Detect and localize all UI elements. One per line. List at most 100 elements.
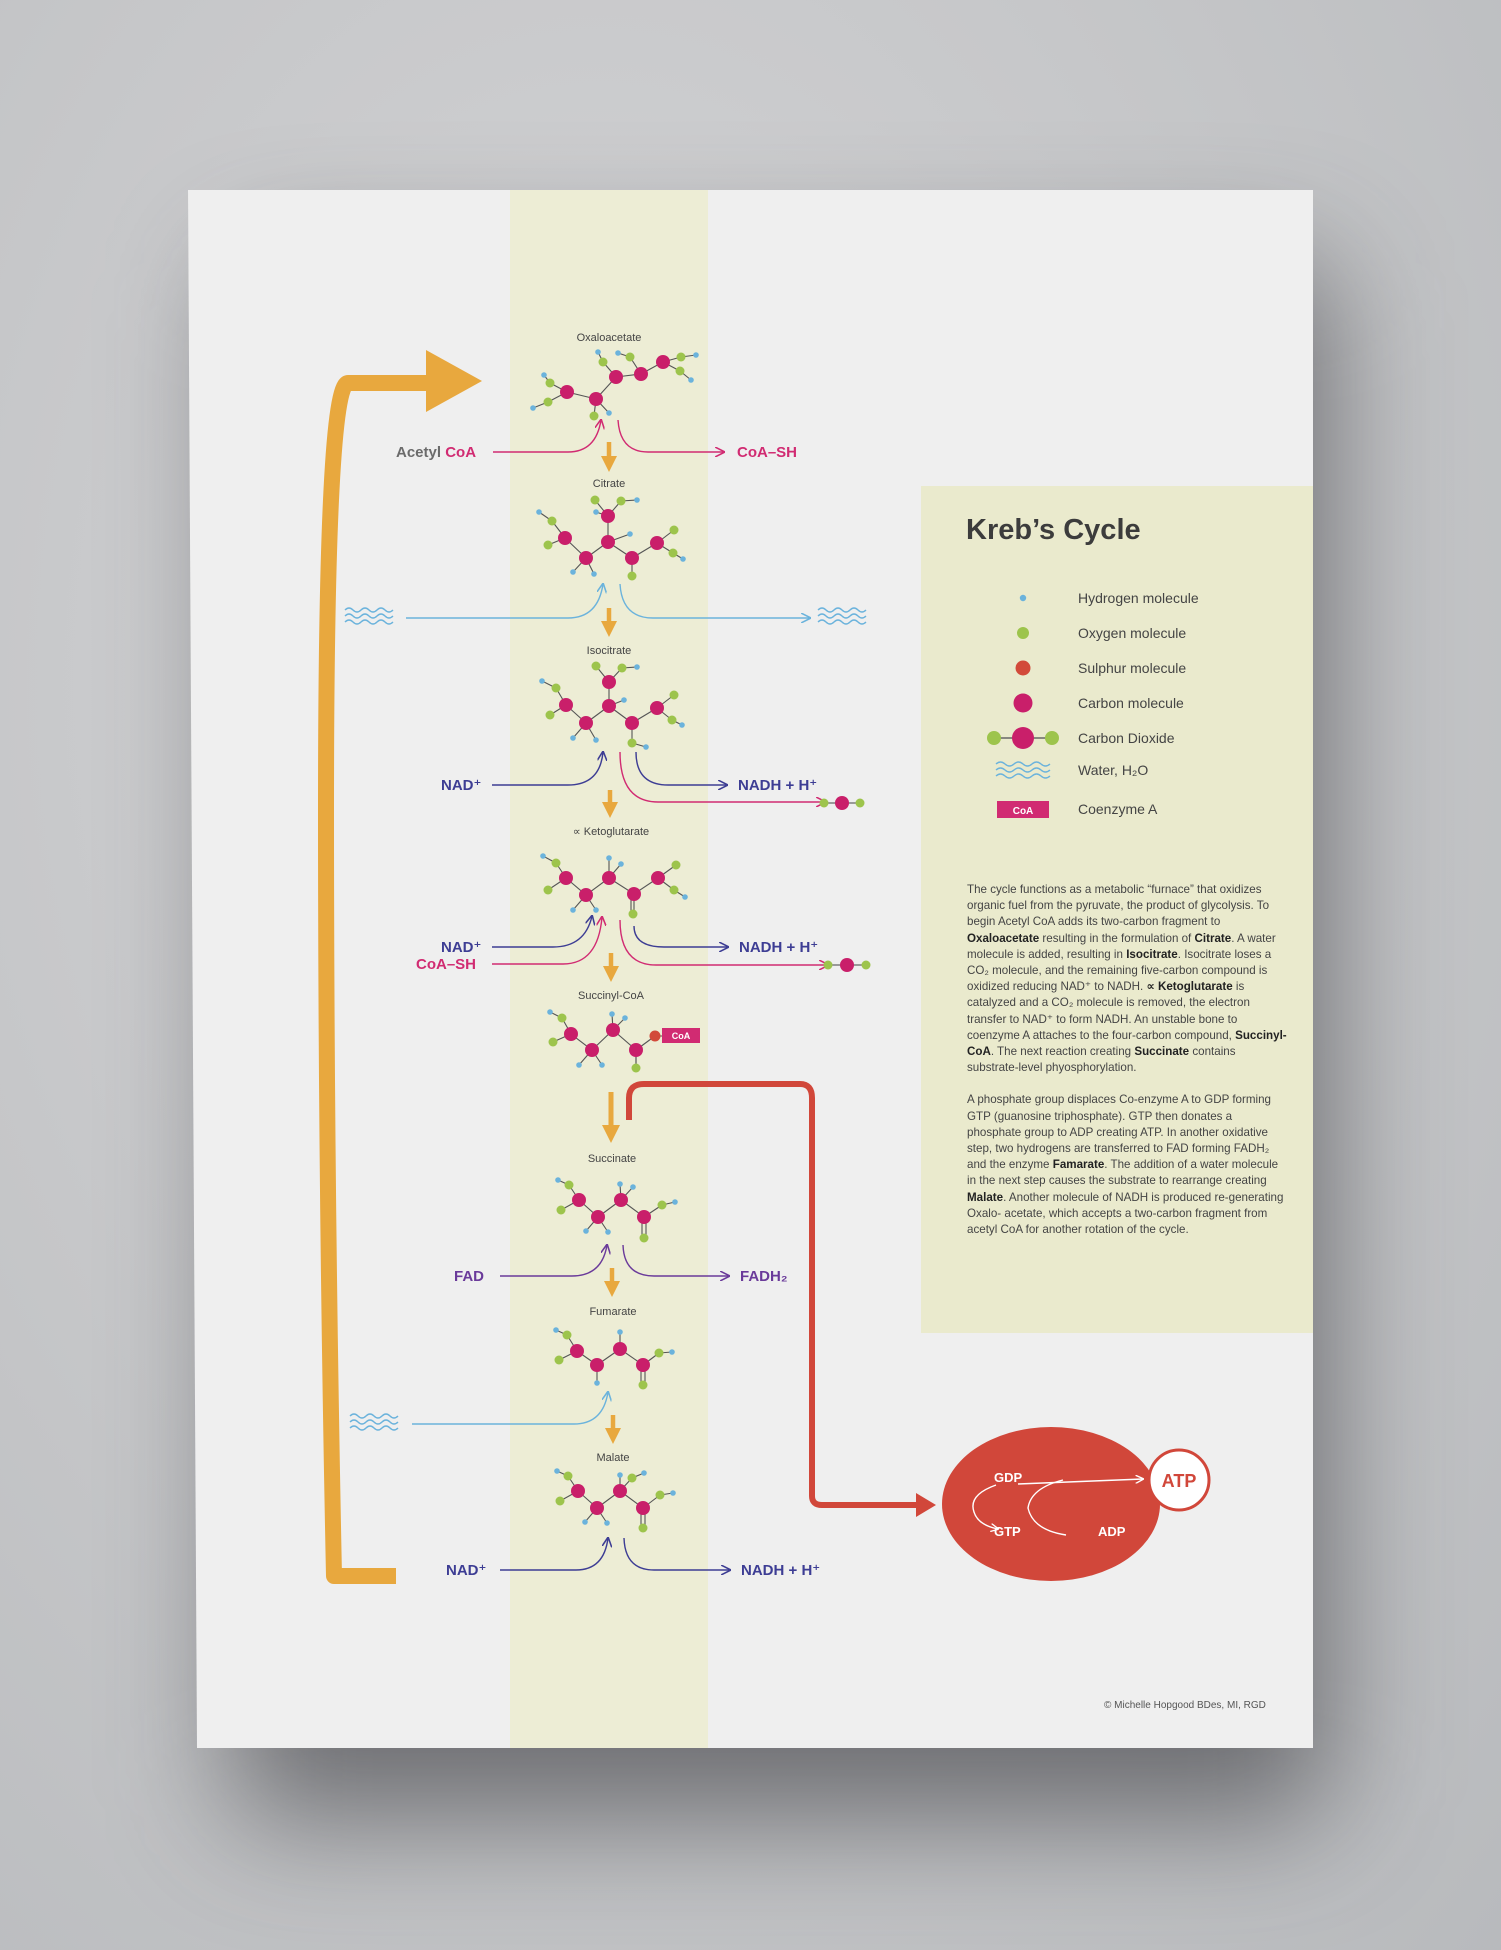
nadh-out-line-1 xyxy=(635,751,727,785)
gdp-label: GDP xyxy=(994,1470,1023,1485)
molecule-succinate xyxy=(555,1177,678,1243)
description-run: resulting in the formulation of xyxy=(1039,931,1195,945)
label-oxaloacetate: Oxaloacetate xyxy=(577,332,642,344)
carbon-dioxide-icon xyxy=(987,727,1059,749)
description-run: contains substrate-level phyosphorylatio… xyxy=(967,1045,1236,1075)
co2-icon xyxy=(819,796,865,810)
acetyl-label: Acetyl xyxy=(396,444,441,461)
coa-sh-in-label: CoA–SH xyxy=(416,956,476,973)
nad-in-label-2: NAD⁺ xyxy=(441,939,481,956)
description-bold-term: Famarate xyxy=(1052,1158,1105,1172)
molecule-malate xyxy=(554,1468,676,1533)
atp-red-arrowhead xyxy=(916,1493,936,1517)
nadh-out-label-2: NADH + H⁺ xyxy=(739,939,818,956)
step-arrow-2 xyxy=(601,608,617,637)
gtp-label: GTP xyxy=(994,1524,1021,1539)
water-out-line-1 xyxy=(619,583,810,618)
description-bold-term: ∝ Ketoglutarate xyxy=(1146,980,1233,994)
molecule-citrate xyxy=(536,495,686,581)
fadh2-out-label: FADH₂ xyxy=(740,1268,788,1285)
coa-sh-out-line xyxy=(617,419,724,452)
coa-sh-out-label: CoA–SH xyxy=(737,444,797,461)
coenzyme-a-icon xyxy=(997,801,1049,818)
description-run: . The addition of a water molecule in th… xyxy=(967,1158,1279,1188)
description-bold-term: Oxaloacetate xyxy=(967,931,1040,945)
copyright: © Michelle Hopgood BDes, MI, RGD xyxy=(1104,1700,1266,1711)
succinyl-coa-badge-text: CoA xyxy=(672,1031,691,1041)
water-wave-icon xyxy=(349,1413,399,1431)
legend-label-carbon: Carbon molecule xyxy=(1078,695,1184,711)
label-citrate: Citrate xyxy=(593,478,625,490)
description-run: . Isocitrate loses a CO₂ molecule, and t… xyxy=(967,947,1272,994)
water-wave-icon xyxy=(995,761,1051,779)
atp-circle xyxy=(1147,1448,1211,1512)
water-wave-icon xyxy=(817,607,867,625)
carbon-icon xyxy=(1013,693,1033,713)
description-bold-term: Malate xyxy=(967,1190,1004,1204)
nadh-out-label-3: NADH + H⁺ xyxy=(741,1562,820,1579)
nadh-label: NADH xyxy=(741,1562,784,1579)
legend-label-coenzyme-a: Coenzyme A xyxy=(1078,801,1158,817)
step-arrows xyxy=(601,442,621,1444)
description-bold-term: Citrate xyxy=(1194,931,1232,945)
succinyl-coa-badge xyxy=(662,1028,700,1043)
acetyl-coa-in-line xyxy=(493,420,601,453)
plus-h-label: + H⁺ xyxy=(789,1562,821,1579)
co2-out-line-2 xyxy=(619,919,828,965)
description-bold-term: Succinyl-CoA xyxy=(967,1028,1287,1059)
molecule-fumarate xyxy=(553,1327,675,1390)
molecule-ketoglutarate xyxy=(540,853,688,919)
water-wave-icon xyxy=(344,607,394,625)
description-paragraph-1: The cycle functions as a metabolic “furn… xyxy=(967,882,1289,1076)
hydrogen-icon xyxy=(1019,594,1027,602)
oxygen-icon xyxy=(1017,627,1029,639)
legend-label-oxygen: Oxygen molecule xyxy=(1078,625,1187,641)
molecule-succinyl-coa xyxy=(547,1009,675,1073)
atp-red-arrow xyxy=(626,1081,918,1508)
poster: GDP GTP ADP ATP Oxaloacetate Citrate Iso… xyxy=(188,190,1313,1748)
nad-in-label-1: NAD⁺ xyxy=(441,777,481,794)
cycle-return-arrowhead xyxy=(426,350,482,412)
label-succinyl-coa: Succinyl-CoA xyxy=(578,990,645,1002)
legend-label-sulphur: Sulphur molecule xyxy=(1078,660,1187,676)
atp-label: ATP xyxy=(1162,1471,1197,1491)
description-text: The cycle functions as a metabolic “furn… xyxy=(967,882,1289,1254)
molecule-isocitrate xyxy=(539,661,685,750)
description-bold-term: Succinate xyxy=(1134,1045,1190,1059)
nadh-label: NADH xyxy=(738,777,781,794)
nadh-label: NADH xyxy=(739,939,782,956)
nad-in-line-1 xyxy=(492,752,603,786)
legend-icons: CoA xyxy=(987,594,1059,818)
step-arrow-1 xyxy=(601,442,617,472)
legend-label-water: Water, H₂O xyxy=(1078,762,1149,778)
description-run: A phosphate group displaces Co-enzyme A … xyxy=(967,1093,1271,1172)
label-ketoglutarate: ∝ Ketoglutarate xyxy=(573,826,649,838)
description-run: . Another molecule of NADH is produced r… xyxy=(967,1190,1284,1237)
nad-in-label-3: NAD⁺ xyxy=(446,1562,486,1579)
description-run: . The next reaction creating xyxy=(990,1045,1135,1059)
label-fumarate: Fumarate xyxy=(589,1306,636,1318)
adp-label: ADP xyxy=(1098,1524,1126,1539)
legend-label-hydrogen: Hydrogen molecule xyxy=(1078,590,1199,606)
description-paragraph-2: A phosphate group displaces Co-enzyme A … xyxy=(967,1092,1289,1238)
nad-in-line-2 xyxy=(492,916,592,948)
nadh-out-line-2 xyxy=(633,925,728,947)
water-in-line-1 xyxy=(406,584,603,619)
coa-label: CoA xyxy=(445,444,476,461)
poster-title: Kreb’s Cycle xyxy=(966,514,1141,546)
label-succinate: Succinate xyxy=(588,1153,636,1165)
description-run: The cycle functions as a metabolic “furn… xyxy=(967,883,1270,929)
step-arrow-5 xyxy=(602,1092,620,1143)
coenzyme-a-icon-text: CoA xyxy=(1013,806,1034,817)
reaction-lines xyxy=(406,420,828,1570)
step-arrow-6 xyxy=(604,1268,620,1297)
fadh2-out-line xyxy=(622,1244,729,1276)
step-arrow-7 xyxy=(605,1415,621,1444)
atp-cycle: GDP GTP ADP ATP xyxy=(942,1427,1211,1581)
gdp-to-atp-arrow xyxy=(1017,1479,1143,1485)
nadh-out-line-3 xyxy=(623,1537,730,1570)
legend-panel xyxy=(921,486,1313,1333)
fad-in-label: FAD xyxy=(454,1268,484,1285)
coa-sh-in-line xyxy=(492,917,602,965)
description-run: is catalyzed and a CO₂ molecule is remov… xyxy=(967,980,1250,1042)
